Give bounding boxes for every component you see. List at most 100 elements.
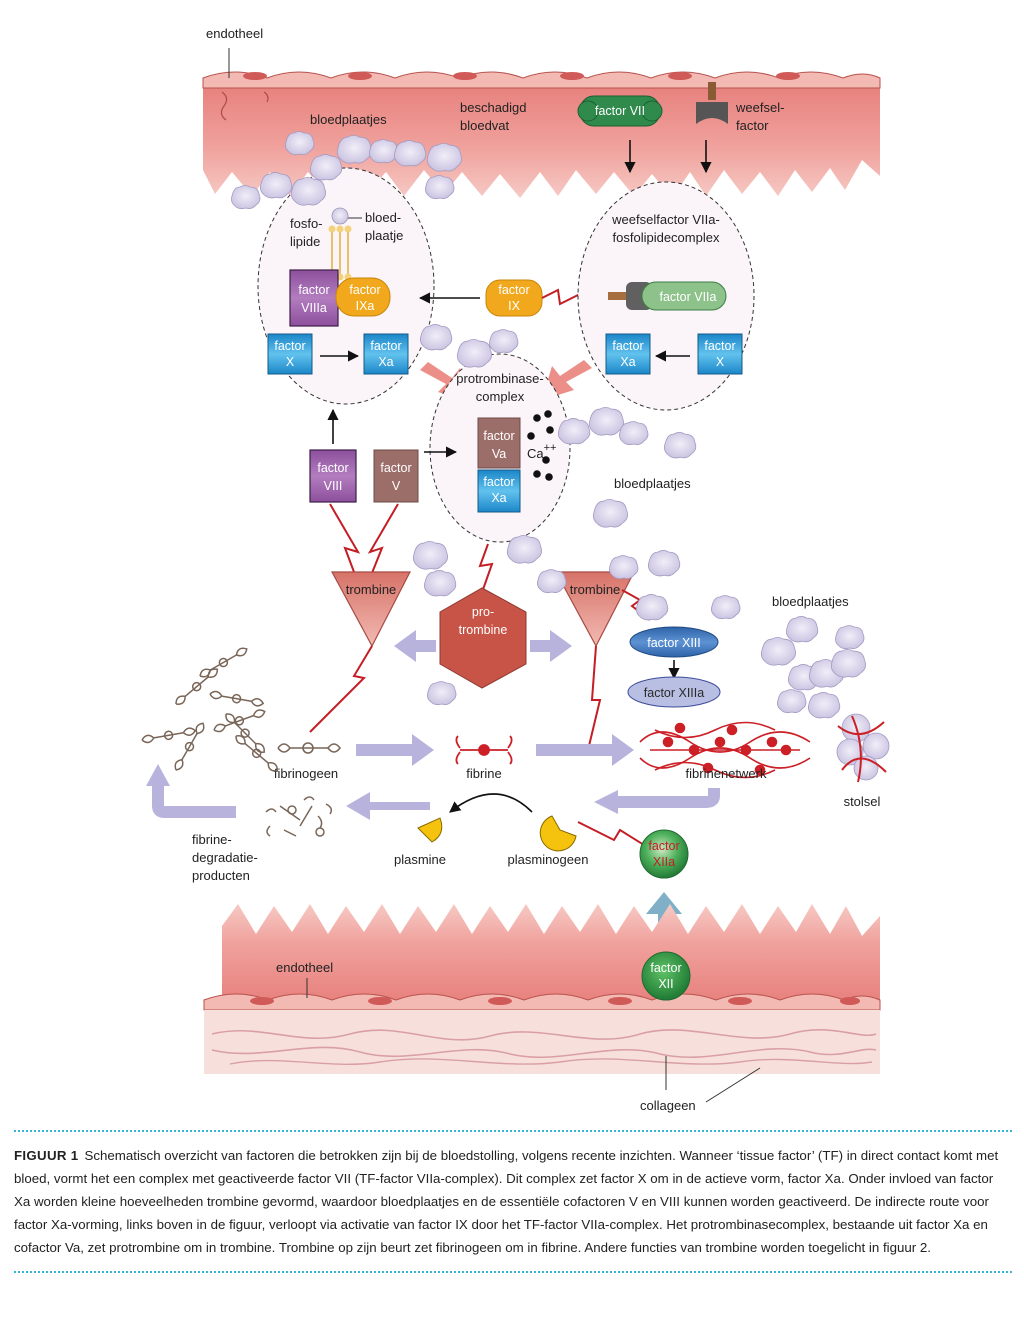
svg-text:pro-: pro- — [472, 605, 494, 619]
svg-text:factor: factor — [298, 283, 329, 297]
platelet — [489, 329, 519, 354]
platelet — [290, 177, 326, 206]
label-fibrine: fibrine — [466, 766, 501, 781]
label-fdp-1: fibrine- — [192, 832, 232, 847]
label-fosfolipide-1: fosfo- — [290, 216, 323, 231]
arrow-fibrine-netwerk — [536, 734, 634, 766]
factor-ixa: factor IXa — [335, 277, 391, 317]
protrombine-hexagon: pro- trombine — [439, 587, 527, 689]
svg-text:factor: factor — [274, 339, 305, 353]
platelet — [506, 535, 542, 564]
caption-text: Schematisch overzicht van factoren die b… — [14, 1148, 999, 1255]
platelet — [285, 131, 315, 156]
factor-viiia: factor VIIIa — [289, 269, 339, 327]
label-complex-tf-2: fosfolipidecomplex — [613, 230, 720, 245]
platelet — [785, 616, 819, 643]
platelet — [259, 172, 293, 199]
plasminogeen — [539, 815, 577, 852]
svg-text:factor: factor — [648, 839, 679, 853]
label-bloedplaatjes-top: bloedplaatjes — [310, 112, 387, 127]
svg-text:Xa: Xa — [491, 491, 506, 505]
trombine-right: trombine — [554, 571, 635, 648]
label-fibrinenetwerk: fibrinenetwerk — [686, 766, 767, 781]
svg-text:factor: factor — [498, 283, 529, 297]
svg-text:factor: factor — [349, 283, 380, 297]
label-fdp-2: degradatie- — [192, 850, 258, 865]
factor-x-left: factor X — [267, 333, 313, 375]
svg-text:factor: factor — [704, 339, 735, 353]
label-endotheel-top: endotheel — [206, 26, 263, 41]
label-beschadigd-line2: bloedvat — [460, 118, 510, 133]
svg-text:factor: factor — [370, 339, 401, 353]
platelet — [777, 689, 807, 714]
arrow-netwerk-return — [594, 790, 618, 814]
platelet — [663, 432, 697, 459]
label-complex-tf-1: weefselfactor VIIa- — [611, 212, 720, 227]
svg-text:X: X — [286, 355, 295, 369]
svg-text:IX: IX — [508, 299, 520, 313]
arrow-fdp-to-fibrinogeen — [146, 764, 170, 786]
svg-text:XIIa: XIIa — [653, 855, 675, 869]
platelet — [609, 555, 639, 580]
platelet — [425, 175, 455, 200]
svg-text:factor: factor — [612, 339, 643, 353]
caption-label: FIGUUR 1 — [14, 1148, 79, 1163]
svg-text:factor: factor — [380, 461, 411, 475]
svg-text:trombine: trombine — [459, 623, 508, 637]
tissue-factor-icon — [696, 82, 728, 124]
factor-xa-left: factor Xa — [363, 333, 409, 375]
platelet — [456, 339, 492, 368]
svg-text:V: V — [392, 479, 401, 493]
svg-text:Xa: Xa — [378, 355, 393, 369]
svg-text:VIII: VIII — [324, 479, 343, 493]
factor-x-right: factor X — [697, 333, 743, 375]
platelet — [336, 135, 372, 164]
factor-v: factor V — [373, 449, 419, 503]
svg-text:factor: factor — [483, 475, 514, 489]
platelet — [592, 499, 628, 528]
fibrinogeen-molecule — [277, 742, 342, 754]
platelet — [588, 407, 624, 436]
stolsel — [836, 713, 890, 783]
svg-text:factor: factor — [317, 461, 348, 475]
platelet — [369, 139, 399, 164]
svg-text:trombine: trombine — [346, 582, 397, 597]
platelet — [647, 550, 681, 577]
factor-xiia: factor XIIa — [639, 829, 689, 879]
fdp-fragments — [265, 796, 333, 837]
arrow-fibrinogeen-fibrine — [356, 734, 434, 766]
label-bloedplaatje-2: plaatje — [365, 228, 403, 243]
platelet — [557, 418, 591, 445]
label-collageen: collageen — [640, 1098, 696, 1113]
platelet — [760, 637, 796, 666]
svg-text:factor: factor — [483, 429, 514, 443]
label-plasmine: plasmine — [394, 852, 446, 867]
fibrine-molecule — [455, 735, 513, 765]
fibrinogeen-cluster — [141, 647, 279, 772]
bottom-vessel — [203, 904, 881, 1103]
platelet — [427, 681, 457, 706]
factor-xa-center: factor Xa — [477, 469, 521, 513]
fibrine-netwerk — [639, 721, 811, 779]
platelet — [807, 692, 841, 719]
svg-text:XII: XII — [658, 977, 673, 991]
label-bloedplaatjes-mid: bloedplaatjes — [614, 476, 691, 491]
platelet — [393, 140, 427, 167]
platelet — [619, 421, 649, 446]
label-weefselfactor-line2: factor — [736, 118, 769, 133]
platelet — [419, 324, 453, 351]
factor-xiii: factor XIII — [629, 626, 719, 658]
platelet — [711, 595, 741, 620]
label-weefselfactor-line1: weefsel- — [735, 100, 784, 115]
svg-text:X: X — [716, 355, 725, 369]
factor-va: factor Va — [477, 417, 521, 469]
factor-xa-right: factor Xa — [605, 333, 651, 375]
factor-vii: factor VII — [577, 95, 663, 127]
label-endotheel-bottom: endotheel — [276, 960, 333, 975]
platelet — [412, 541, 448, 570]
svg-text:factor XIII: factor XIII — [647, 636, 701, 650]
svg-text:factor VIIa: factor VIIa — [660, 290, 717, 304]
svg-text:factor XIIIa: factor XIIIa — [644, 686, 704, 700]
trombine-left: trombine — [330, 571, 411, 648]
